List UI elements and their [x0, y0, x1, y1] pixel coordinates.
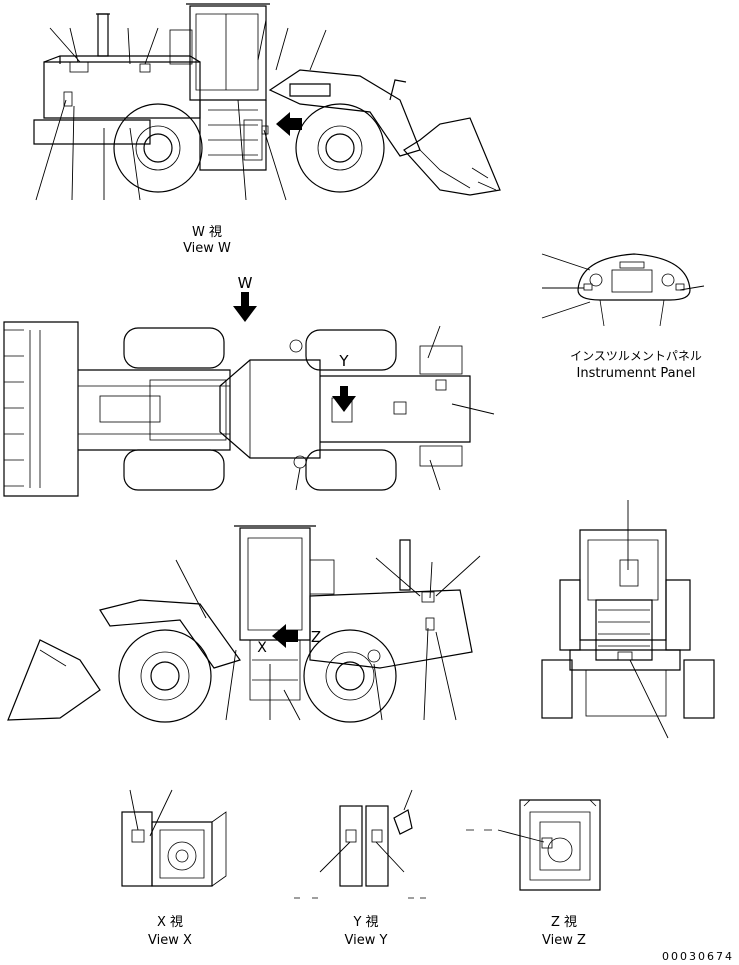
drawing-number: 00030674 [662, 950, 734, 963]
arrow-y-label: Y [338, 352, 349, 370]
view-x: X 視 View X [121, 789, 227, 948]
rear-view [541, 500, 715, 739]
view-z: Z 視 View Z [466, 799, 601, 948]
view-arrow-icon [276, 112, 302, 136]
view-w-side-elevation: W 視 View W [33, 3, 501, 256]
view-w-title-en: View W [183, 241, 231, 256]
plan-view: W Y [3, 274, 495, 497]
view-x-title-en: View X [148, 933, 192, 948]
view-y: Y 視 View Y [294, 789, 426, 948]
view-y-title-en: View Y [345, 933, 388, 948]
view-w-title-jp: W 視 [192, 225, 222, 240]
arrow-w-label: W [238, 274, 253, 292]
view-y-title-jp: Y 視 [352, 915, 378, 930]
view-z-title-en: View Z [542, 933, 586, 948]
view-x-title-jp: X 視 [157, 915, 183, 930]
instrument-panel-title-en: Instrumennt Panel [577, 366, 696, 381]
instrument-panel-view: インスツルメントパネル Instrumennt Panel [541, 253, 705, 381]
instrument-panel-title-jp: インスツルメントパネル [570, 349, 702, 363]
right-side-elevation: X Z [7, 525, 481, 723]
arrow-down-icon [233, 306, 257, 322]
view-z-title-jp: Z 視 [551, 915, 577, 930]
arrow-z-label: Z [311, 628, 321, 646]
arrow-x-label: X [257, 640, 267, 656]
